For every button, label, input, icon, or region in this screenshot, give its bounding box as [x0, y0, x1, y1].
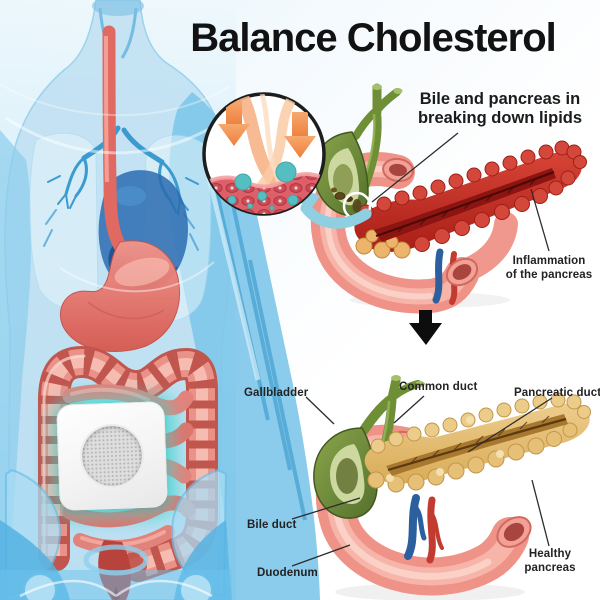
page-title: Balance Cholesterol: [190, 16, 557, 60]
pancreas-inflamed: [354, 140, 587, 259]
stomach: [60, 240, 180, 352]
leader-lines-bottom: [291, 395, 553, 567]
label-inflammation: Inflammation of the pancreas: [492, 254, 600, 282]
inflamed-pancreas-illustration: [310, 83, 587, 314]
label-common-duct: Common duct: [399, 381, 478, 393]
patch-mesh-circle: [80, 424, 144, 488]
leader-lines-top: [371, 132, 550, 252]
label-healthy-pancreas-line1: Healthy: [528, 548, 572, 560]
healthy-pancreas-illustration: [291, 375, 591, 600]
down-arrow-icon: [409, 310, 442, 345]
label-pancreatic-duct: Pancreatic duct: [514, 387, 600, 399]
label-gallbladder: Gallbladder: [244, 387, 309, 399]
esophagus: [102, 25, 127, 253]
pancreas-healthy: [364, 392, 591, 493]
label-bile-duct: Bile duct: [247, 519, 297, 531]
lipid-molecules: [227, 161, 299, 211]
caption-line-2: breaking down lipids: [417, 109, 583, 128]
label-inflammation-line2: of the pancreas: [505, 269, 593, 282]
caption-line-1: Bile and pancreas in: [419, 90, 581, 108]
lipid-zoom-inset: [202, 92, 326, 216]
label-healthy-pancreas-line2: pancreas: [524, 562, 576, 575]
label-duodenum: Duodenum: [257, 567, 318, 579]
label-healthy-pancreas: Healthy pancreas: [512, 547, 588, 575]
caption-bile-pancreas: Bile and pancreas in breaking down lipid…: [398, 90, 600, 128]
gallbladder-healthy: [313, 427, 378, 519]
vessels-healthy: [404, 494, 444, 564]
cholesterol-patch-product: [56, 401, 168, 511]
orange-down-arrows-icon: [218, 100, 316, 158]
human-body-illustration: [0, 0, 320, 600]
label-inflammation-line1: Inflammation: [512, 255, 586, 267]
gallbladder-inflamed: [313, 83, 403, 216]
pelvis: [0, 468, 232, 600]
